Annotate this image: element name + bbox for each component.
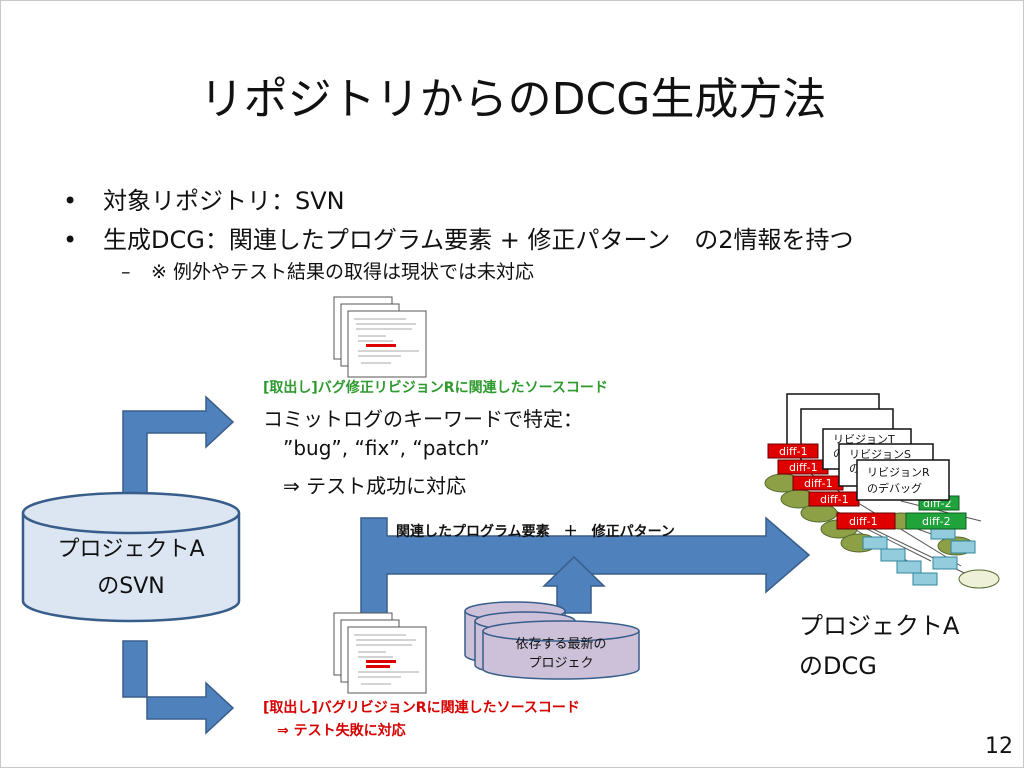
dependency-db-label-line1: 依存する最新の xyxy=(515,637,607,652)
commit-log-description: コミットログのキーワードで特定： xyxy=(263,407,583,431)
buggy-source-documents xyxy=(333,612,427,694)
diff-label: diff-1 xyxy=(804,477,833,490)
bullet-marker: • xyxy=(63,226,78,254)
diff-label: diff-1 xyxy=(779,445,808,458)
bullet-text: 対象リポジトリ：SVN xyxy=(103,187,345,215)
dependency-database-stack xyxy=(464,601,640,680)
page-number: 12 xyxy=(985,734,1013,759)
sub-bullet: –※ 例外やテスト結果の取得は現状では未対応 xyxy=(121,257,534,284)
upper-branch-arrow xyxy=(122,395,235,499)
revision-card-label: リビジョンT xyxy=(833,433,895,446)
revision-card-label: のデバッグ xyxy=(867,481,922,495)
dependency-db-label-line2: プロジェク xyxy=(528,656,594,671)
fixed-revision-caption: [取出し]バグ修正リビジョンRに関連したソースコード xyxy=(263,380,608,396)
svn-database-cylinder xyxy=(21,491,241,623)
test-failure-note: ⇒ テスト失敗に対応 xyxy=(277,723,406,739)
dependency-up-arrow xyxy=(542,555,606,614)
dcg-output-label-line1: プロジェクトA xyxy=(799,612,960,640)
svn-label-line2: のSVN xyxy=(97,574,165,599)
diff-label: diff-2 xyxy=(922,515,951,528)
bullet-1: • 対象リポジトリ：SVN xyxy=(63,181,345,216)
fixed-source-documents xyxy=(333,296,427,378)
merge-arrow-label: 関連したプログラム要素 ＋ 修正パターン xyxy=(396,524,675,540)
buggy-revision-caption: [取出し]バグリビジョンRに関連したソースコード xyxy=(263,700,580,716)
test-success-note: ⇒ テスト成功に対応 xyxy=(283,474,467,498)
revision-card-label: の xyxy=(849,462,860,475)
revision-card-label: リビジョンR xyxy=(867,466,930,479)
lower-branch-arrow xyxy=(122,640,235,735)
slide-title: リポジトリからのDCG生成方法 xyxy=(199,74,827,125)
sub-bullet-text: ※ 例外やテスト結果の取得は現状では未対応 xyxy=(151,261,534,283)
diff-label: diff-1 xyxy=(849,515,878,528)
sub-bullet-marker: – xyxy=(121,261,131,283)
bullet-text: 生成DCG：関連したプログラム要素 + 修正パターン の2情報を持つ xyxy=(103,226,854,254)
diff-label: diff-1 xyxy=(789,461,818,474)
dcg-graph: diff-1 diff-1 diff-1 diff-1 diff-1 diff-… xyxy=(764,393,1000,589)
svn-label-line1: プロジェクトA xyxy=(57,537,205,562)
dcg-output-label-line2: のDCG xyxy=(799,652,877,680)
bullet-2: • 生成DCG：関連したプログラム要素 + 修正パターン の2情報を持つ xyxy=(63,220,854,255)
revision-card xyxy=(856,459,950,501)
diff-label: diff-1 xyxy=(820,493,849,506)
keyword-list: ”bug”, “fix”, “patch” xyxy=(283,436,490,460)
revision-card-label: リビジョンS xyxy=(849,448,911,461)
bullet-marker: • xyxy=(63,187,78,215)
